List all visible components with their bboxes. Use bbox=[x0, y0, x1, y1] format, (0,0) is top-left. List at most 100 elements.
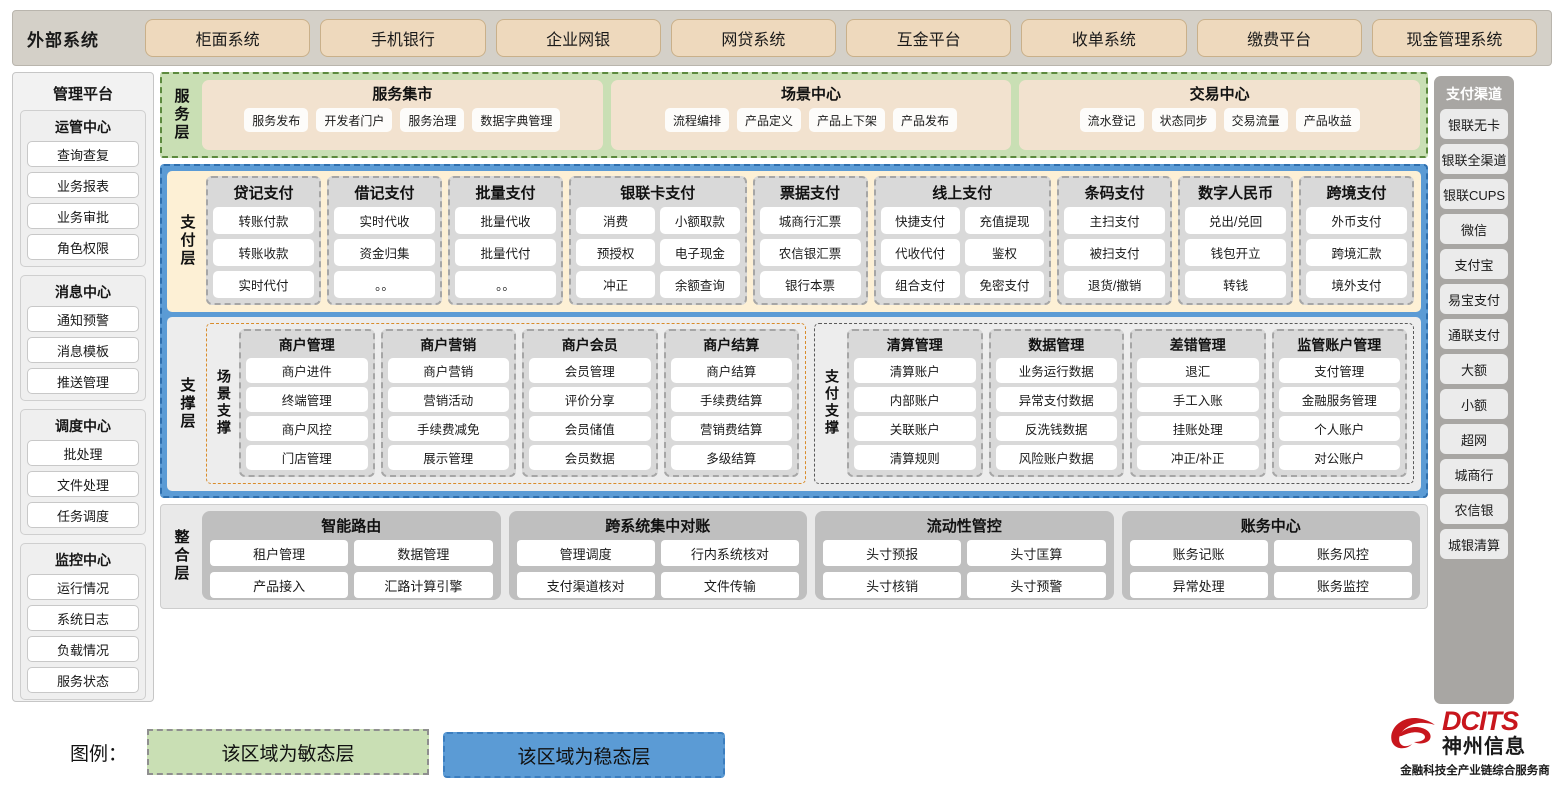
external-system-chip[interactable]: 网贷系统 bbox=[670, 19, 836, 57]
payment-item[interactable]: 跨境汇款 bbox=[1306, 239, 1408, 266]
support-item[interactable]: 商户结算 bbox=[670, 358, 792, 383]
payment-channel-item[interactable]: 超网 bbox=[1440, 424, 1508, 454]
payment-item[interactable]: 预授权 bbox=[575, 239, 656, 266]
external-system-chip[interactable]: 柜面系统 bbox=[145, 19, 311, 57]
payment-channel-item[interactable]: 城银清算 bbox=[1440, 529, 1508, 559]
payment-item[interactable]: 资金归集 bbox=[333, 239, 435, 266]
payment-channel-item[interactable]: 城商行 bbox=[1440, 459, 1508, 489]
service-item[interactable]: 数据字典管理 bbox=[472, 108, 561, 132]
management-item[interactable]: 消息模板 bbox=[27, 337, 139, 363]
payment-item[interactable]: 小额取款 bbox=[660, 207, 740, 234]
integration-item[interactable]: 汇路计算引擎 bbox=[354, 572, 493, 598]
payment-item[interactable]: 冲正 bbox=[575, 271, 656, 298]
support-item[interactable]: 异常支付数据 bbox=[995, 387, 1117, 412]
payment-item[interactable]: 转钱 bbox=[1185, 271, 1287, 298]
support-item[interactable]: 支付管理 bbox=[1278, 358, 1400, 383]
service-item[interactable]: 产品发布 bbox=[893, 108, 958, 132]
management-item[interactable]: 服务状态 bbox=[27, 667, 139, 693]
payment-item[interactable]: 转账收款 bbox=[213, 239, 314, 266]
payment-item[interactable]: 实时代收 bbox=[333, 207, 435, 234]
payment-item[interactable]: 银行本票 bbox=[759, 271, 861, 298]
support-item[interactable]: 营销活动 bbox=[387, 387, 509, 412]
management-item[interactable]: 角色权限 bbox=[27, 234, 139, 260]
support-item[interactable]: 关联账户 bbox=[854, 416, 976, 441]
service-item[interactable]: 服务发布 bbox=[244, 108, 309, 132]
payment-item[interactable]: 农信银汇票 bbox=[759, 239, 861, 266]
support-item[interactable]: 会员数据 bbox=[529, 445, 651, 470]
support-item[interactable]: 业务运行数据 bbox=[995, 358, 1117, 383]
integration-item[interactable]: 管理调度 bbox=[516, 540, 655, 566]
support-item[interactable]: 评价分享 bbox=[529, 387, 651, 412]
payment-channel-item[interactable]: 微信 bbox=[1440, 214, 1508, 244]
external-system-chip[interactable]: 手机银行 bbox=[320, 19, 486, 57]
support-item[interactable]: 终端管理 bbox=[246, 387, 368, 412]
management-item[interactable]: 通知预警 bbox=[27, 306, 139, 332]
payment-item[interactable]: 免密支付 bbox=[964, 271, 1045, 298]
management-item[interactable]: 业务报表 bbox=[27, 172, 139, 198]
payment-item[interactable]: 兑出/兑回 bbox=[1185, 207, 1287, 234]
support-item[interactable]: 退汇 bbox=[1137, 358, 1259, 383]
external-system-chip[interactable]: 缴费平台 bbox=[1196, 19, 1362, 57]
integration-item[interactable]: 行内系统核对 bbox=[660, 540, 799, 566]
management-item[interactable]: 查询查复 bbox=[27, 141, 139, 167]
payment-channel-item[interactable]: 银联无卡 bbox=[1440, 109, 1508, 139]
payment-item[interactable]: 钱包开立 bbox=[1185, 239, 1287, 266]
integration-item[interactable]: 账务记账 bbox=[1129, 540, 1268, 566]
payment-item[interactable]: 主扫支付 bbox=[1064, 207, 1166, 234]
management-item[interactable]: 负载情况 bbox=[27, 636, 139, 662]
management-item[interactable]: 推送管理 bbox=[27, 368, 139, 394]
payment-item[interactable]: 城商行汇票 bbox=[759, 207, 861, 234]
payment-item[interactable]: 代收代付 bbox=[880, 239, 960, 266]
support-item[interactable]: 内部账户 bbox=[854, 387, 976, 412]
payment-item[interactable]: 组合支付 bbox=[880, 271, 960, 298]
support-item[interactable]: 个人账户 bbox=[1278, 416, 1400, 441]
payment-channel-item[interactable]: 银联CUPS bbox=[1440, 179, 1508, 209]
support-item[interactable]: 清算账户 bbox=[854, 358, 976, 383]
support-item[interactable]: 多级结算 bbox=[670, 445, 792, 470]
service-item[interactable]: 产品上下架 bbox=[809, 108, 886, 132]
payment-channel-item[interactable]: 支付宝 bbox=[1440, 249, 1508, 279]
support-item[interactable]: 金融服务管理 bbox=[1278, 387, 1400, 412]
support-item[interactable]: 营销费结算 bbox=[670, 416, 792, 441]
support-item[interactable]: 对公账户 bbox=[1278, 445, 1400, 470]
payment-item[interactable]: 境外支付 bbox=[1306, 271, 1408, 298]
integration-item[interactable]: 头寸预警 bbox=[967, 572, 1106, 598]
integration-item[interactable]: 支付渠道核对 bbox=[516, 572, 655, 598]
management-item[interactable]: 运行情况 bbox=[27, 574, 139, 600]
support-item[interactable]: 门店管理 bbox=[246, 445, 368, 470]
service-item[interactable]: 服务治理 bbox=[400, 108, 465, 132]
integration-item[interactable]: 账务风控 bbox=[1273, 540, 1412, 566]
payment-channel-item[interactable]: 通联支付 bbox=[1440, 319, 1508, 349]
integration-item[interactable]: 租户管理 bbox=[210, 540, 349, 566]
payment-item[interactable]: 鉴权 bbox=[964, 239, 1045, 266]
payment-channel-item[interactable]: 农信银 bbox=[1440, 494, 1508, 524]
service-item[interactable]: 交易流量 bbox=[1223, 108, 1288, 132]
external-system-chip[interactable]: 现金管理系统 bbox=[1371, 19, 1537, 57]
payment-item[interactable]: 外币支付 bbox=[1306, 207, 1408, 234]
support-item[interactable]: 冲正/补正 bbox=[1137, 445, 1259, 470]
support-item[interactable]: 商户营销 bbox=[387, 358, 509, 383]
payment-channel-item[interactable]: 易宝支付 bbox=[1440, 284, 1508, 314]
support-item[interactable]: 会员管理 bbox=[529, 358, 651, 383]
integration-item[interactable]: 头寸核销 bbox=[823, 572, 962, 598]
payment-item[interactable]: 批量代收 bbox=[454, 207, 556, 234]
support-item[interactable]: 会员储值 bbox=[529, 416, 651, 441]
payment-item[interactable]: 被扫支付 bbox=[1064, 239, 1166, 266]
service-item[interactable]: 流水登记 bbox=[1079, 108, 1144, 132]
support-item[interactable]: 商户风控 bbox=[246, 416, 368, 441]
payment-item[interactable]: 消费 bbox=[575, 207, 656, 234]
integration-item[interactable]: 异常处理 bbox=[1129, 572, 1268, 598]
support-item[interactable]: 风险账户数据 bbox=[995, 445, 1117, 470]
payment-item[interactable]: 实时代付 bbox=[213, 271, 314, 298]
external-system-chip[interactable]: 互金平台 bbox=[846, 19, 1012, 57]
external-system-chip[interactable]: 收单系统 bbox=[1021, 19, 1187, 57]
payment-item[interactable]: 。。 bbox=[333, 271, 435, 298]
integration-item[interactable]: 产品接入 bbox=[210, 572, 349, 598]
management-item[interactable]: 文件处理 bbox=[27, 471, 139, 497]
payment-item[interactable]: 快捷支付 bbox=[880, 207, 960, 234]
support-item[interactable]: 展示管理 bbox=[387, 445, 509, 470]
payment-item[interactable]: 充值提现 bbox=[964, 207, 1045, 234]
support-item[interactable]: 挂账处理 bbox=[1137, 416, 1259, 441]
external-system-chip[interactable]: 企业网银 bbox=[495, 19, 661, 57]
integration-item[interactable]: 数据管理 bbox=[354, 540, 493, 566]
